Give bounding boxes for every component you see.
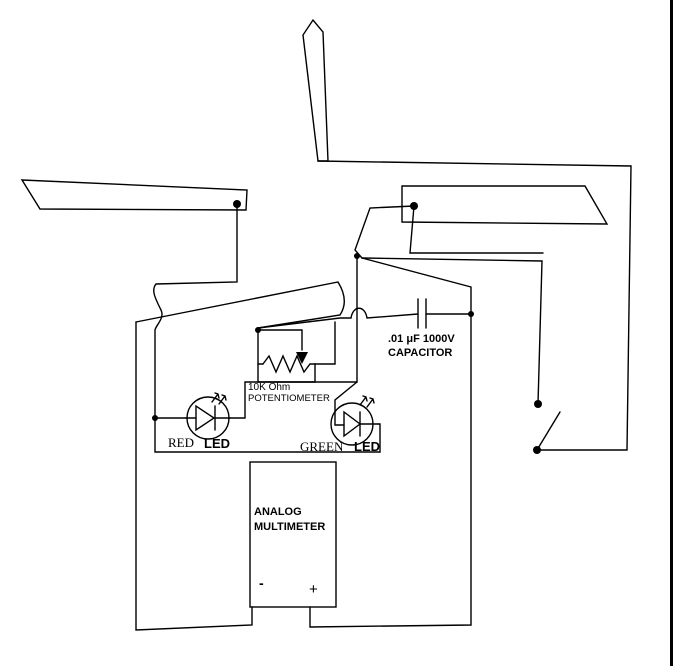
page-right-border	[670, 0, 673, 666]
wire-right-plate-upper	[354, 205, 415, 259]
green-led-word-label: LED	[354, 439, 380, 454]
wire-to-green-led	[229, 255, 358, 419]
switch-pivot-dot	[534, 400, 542, 408]
green-led-color-label: GREEN	[300, 439, 344, 454]
left-antenna-plate	[20, 179, 248, 211]
right-plate-node	[410, 202, 418, 210]
switch-lever	[536, 411, 561, 451]
wire-right-plate-to-capacitor	[309, 257, 472, 628]
wire-outer-left-loop	[135, 281, 345, 329]
wire-led-bottom-return	[154, 417, 381, 453]
wire-top-plate-to-switch	[317, 160, 632, 451]
switch-contact-dot	[533, 446, 541, 454]
meter-plus-terminal: +	[309, 581, 318, 598]
potentiometer-resistor	[257, 354, 316, 383]
wire-right-plate-inner	[409, 205, 544, 254]
pot-left-node	[255, 327, 261, 333]
wire-pot-top	[257, 329, 303, 351]
red-led	[185, 392, 231, 440]
pot-name-label: POTENTIOMETER	[248, 393, 330, 404]
potentiometer-wiper-arrow	[296, 352, 308, 364]
capacitor-value-label: .01 μF 1000V	[388, 333, 455, 345]
meter-minus-terminal: -	[259, 575, 264, 591]
red-led-color-label: RED	[168, 435, 194, 450]
wire-switch-to-right-plate	[361, 257, 543, 405]
wire-left-plate-down	[153, 203, 238, 418]
capacitor-name-label: CAPACITOR	[388, 347, 452, 359]
meter-label-line2: MULTIMETER	[254, 521, 325, 533]
wire-capacitor-row	[257, 307, 419, 329]
meter-label-line1: ANALOG	[254, 506, 302, 518]
pot-value-label: 10K Ohm	[248, 382, 290, 393]
wire-pot-right	[314, 321, 336, 365]
top-antenna-plate	[302, 18, 329, 162]
red-led-word-label: LED	[204, 436, 230, 451]
analog-multimeter	[249, 461, 337, 608]
capacitor-right-node	[468, 311, 474, 317]
green-led	[330, 395, 379, 446]
right-antenna-plate	[401, 185, 609, 225]
wire-outer-left-down	[135, 321, 253, 631]
wire-pot-left	[257, 327, 264, 365]
left-plate-node	[233, 200, 241, 208]
